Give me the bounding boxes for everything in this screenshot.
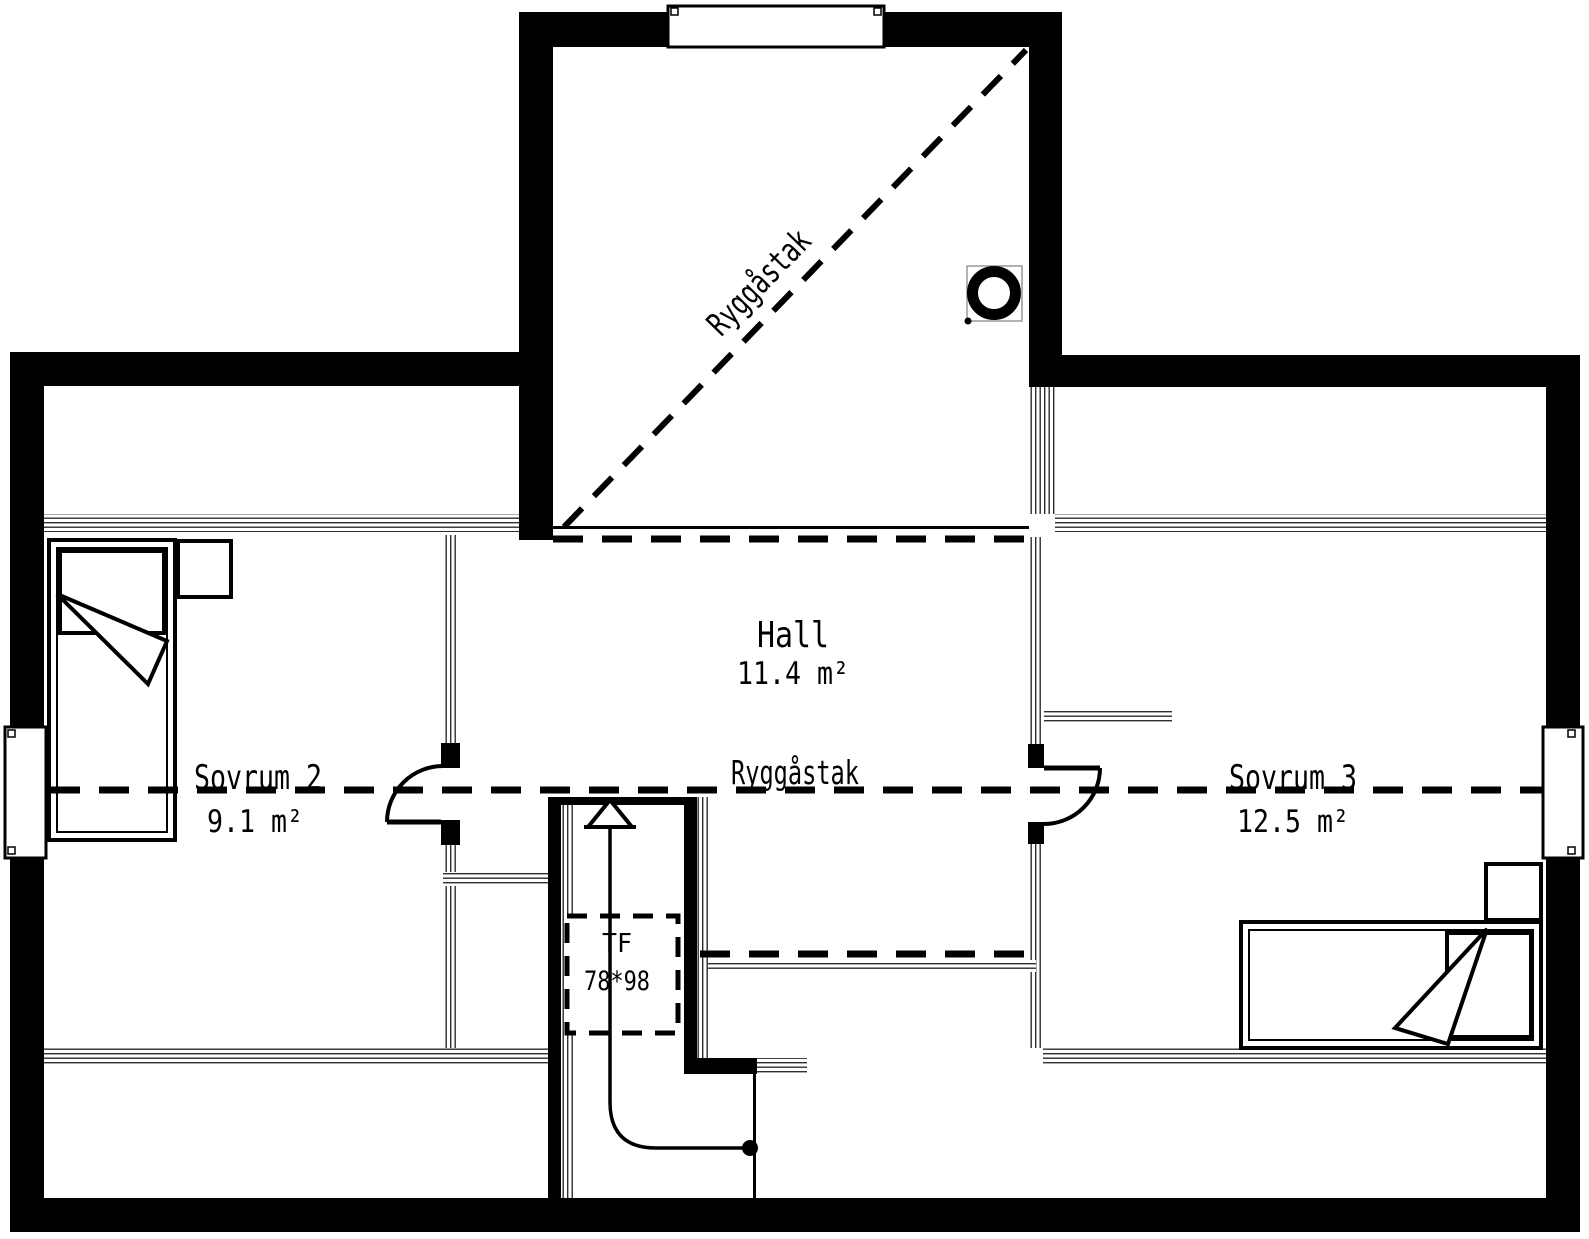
door-post [441, 743, 460, 768]
window-sovrum3 [1541, 725, 1585, 860]
bed-sovrum3 [1239, 920, 1543, 1050]
corner-marks [12, 14, 1578, 386]
roof-window-size-label: 78*98 [584, 966, 650, 997]
chimney [964, 265, 1023, 325]
nightstand-sovrum2 [176, 539, 233, 599]
door-post [1028, 822, 1044, 844]
room-area-hall: 11.4 m² [737, 656, 849, 692]
window-sovrum3-corner [1567, 729, 1576, 738]
bed-blanket-fold [1391, 927, 1489, 1047]
stairwell-walls [548, 797, 757, 1198]
door-sovrum3 [1028, 744, 1102, 844]
wall-stub-sovrum3 [1044, 708, 1172, 723]
room-name-hall: Hall [757, 615, 829, 656]
window-sovrum3-corner [1567, 846, 1576, 855]
window-top-corner [873, 7, 882, 16]
chimney-corner-dot [964, 317, 972, 325]
door-post [1028, 744, 1044, 768]
roof-window-type-label: TF [602, 929, 632, 959]
corner-mark [12, 354, 42, 384]
partition-sovrum2-lower [443, 845, 459, 1048]
partition-top-room-right [1028, 387, 1055, 514]
window-sovrum2 [3, 725, 48, 860]
door-sovrum2 [385, 743, 460, 845]
partition-sovrum3-lower [1028, 844, 1044, 1048]
stairwell-corner-wall [684, 1058, 757, 1074]
top-room-left-wall [519, 12, 553, 540]
chimney-outline-box [966, 265, 1023, 322]
hall-opening-line [553, 526, 1029, 529]
left-wing-top-wall [10, 352, 519, 386]
partition-sovrum2-upper [443, 535, 459, 743]
room-area-sovrum3: 12.5 m² [1237, 804, 1349, 840]
nightstand-sovrum3 [1484, 862, 1543, 922]
right-wing-top-wall [1062, 355, 1580, 387]
knee-wall-bottom-left-wing [44, 1046, 548, 1064]
knee-wall-top-left-wing [44, 514, 519, 532]
stair-walkline-curve [608, 1101, 747, 1150]
window-sovrum2-corner [7, 846, 16, 855]
lower-hall-wall [697, 960, 1036, 972]
window-top [666, 4, 886, 49]
ridge-line-top-room [561, 47, 1029, 530]
wall-stub-sovrum2-stair [443, 872, 549, 886]
ceiling-lines [50, 47, 1543, 958]
ridge-label-horizontal: Ryggåstak [731, 753, 859, 792]
roof-window-box [564, 913, 681, 1036]
room-name-sovrum3: Sovrum 3 [1229, 758, 1357, 798]
door-swing-arc [385, 764, 444, 823]
corner-mark [1548, 356, 1578, 386]
partition-sovrum3-upper [1028, 537, 1044, 744]
bottom-outer-wall [10, 1198, 1580, 1232]
stairwell-right-wall [684, 797, 697, 1063]
corner-mark [1032, 356, 1061, 386]
knee-wall-top-right-wing [1055, 514, 1546, 532]
stair-walkline-start-dot [742, 1140, 758, 1156]
outer-walls [10, 12, 1580, 1232]
stairwell-top-edge [548, 797, 690, 805]
bed-blanket-fold [55, 592, 170, 688]
knee-walls [44, 514, 1546, 1064]
knee-wall-bottom-right-wing [1043, 1046, 1546, 1064]
room-labels: Hall 11.4 m² Sovrum 2 9.1 m² Sovrum 3 12… [194, 615, 1357, 840]
corner-mark [490, 354, 518, 384]
chimney-flue-icon [967, 266, 1021, 320]
corner-mark [521, 14, 550, 44]
window-sovrum2-corner [7, 729, 16, 738]
door-post [441, 820, 460, 845]
stairwell-right-hatch [697, 797, 708, 1058]
bed-sovrum2 [47, 538, 177, 842]
corner-mark [1031, 14, 1060, 44]
windows [3, 4, 1585, 860]
stairwell-left-wall [548, 797, 561, 1198]
room-name-sovrum2: Sovrum 2 [194, 758, 322, 798]
window-top-corner [670, 7, 679, 16]
room-area-sovrum2: 9.1 m² [207, 804, 303, 840]
stair-symbol [583, 796, 758, 1156]
stairwell-edge-line [753, 1074, 756, 1198]
top-room-right-wall [1029, 12, 1062, 387]
door-swing-arc [1043, 767, 1102, 826]
bed-mattress [56, 547, 168, 833]
